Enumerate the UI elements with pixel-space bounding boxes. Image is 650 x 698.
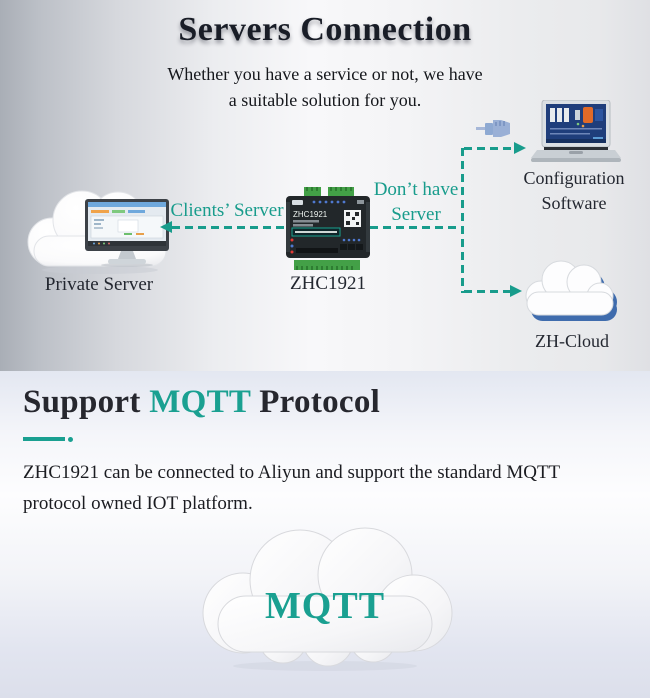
underline-bar xyxy=(23,437,65,442)
title-highlight: MQTT xyxy=(149,384,251,420)
mqtt-cloud-label: MQTT xyxy=(264,585,386,627)
title-suffix: Protocol xyxy=(250,384,381,420)
subtitle-line-2: a suitable solution for you. xyxy=(228,90,422,110)
config-software-line-2: Software xyxy=(541,193,607,213)
zhc1921-device-image: ZHC1921 xyxy=(286,187,370,270)
private-server-label: Private Server xyxy=(44,274,154,295)
to-zhcloud-dashed-line xyxy=(464,290,510,293)
dont-have-server-label: Don’t have Server xyxy=(366,177,466,227)
mqtt-section-title: Support MQTT Protocol xyxy=(0,371,650,421)
mqtt-protocol-section: Support MQTT Protocol ZHC1921 can be con… xyxy=(0,371,650,698)
private-server-monitor-icon xyxy=(85,199,169,267)
page-subtitle: Whether you have a service or not, we ha… xyxy=(0,61,650,113)
to-config-dashed-line xyxy=(464,147,514,150)
device-face-model: ZHC1921 xyxy=(293,210,328,219)
mqtt-description: ZHC1921 can be connected to Aliyun and s… xyxy=(23,457,650,519)
description-line-1: ZHC1921 can be connected to Aliyun and s… xyxy=(23,462,561,483)
configuration-software-label: Configuration Software xyxy=(516,166,632,216)
servers-connection-section: Servers Connection Whether you have a se… xyxy=(0,0,650,371)
to-config-arrowhead xyxy=(514,142,526,154)
dont-have-line-1: Don’t have xyxy=(373,179,459,200)
mqtt-cloud: MQTT xyxy=(186,518,464,672)
zh-cloud-label: ZH-Cloud xyxy=(535,331,609,351)
device-to-junction-dashed-line xyxy=(370,226,463,229)
page-title: Servers Connection xyxy=(178,11,472,48)
device-caption: ZHC1921 xyxy=(290,273,366,294)
zh-cloud-icon xyxy=(525,260,617,321)
clients-server-arrowhead xyxy=(160,221,172,233)
underline-dot xyxy=(68,436,73,442)
to-zhcloud-arrowhead xyxy=(510,285,522,297)
clients-server-label: Clients’ Server xyxy=(170,200,284,221)
description-line-2: protocol owned IOT platform. xyxy=(23,493,253,514)
title-underline xyxy=(23,430,650,442)
dont-have-line-2: Server xyxy=(391,204,441,225)
clients-server-dashed-line xyxy=(172,226,288,229)
configuration-software-laptop-icon xyxy=(531,100,621,162)
mqtt-cloud-icon xyxy=(202,527,453,671)
usb-plug-icon xyxy=(476,120,510,137)
title-prefix: Support xyxy=(23,384,150,420)
subtitle-line-1: Whether you have a service or not, we ha… xyxy=(167,64,483,84)
junction-vertical-dashed-line xyxy=(461,148,464,293)
config-software-line-1: Configuration xyxy=(523,168,625,188)
